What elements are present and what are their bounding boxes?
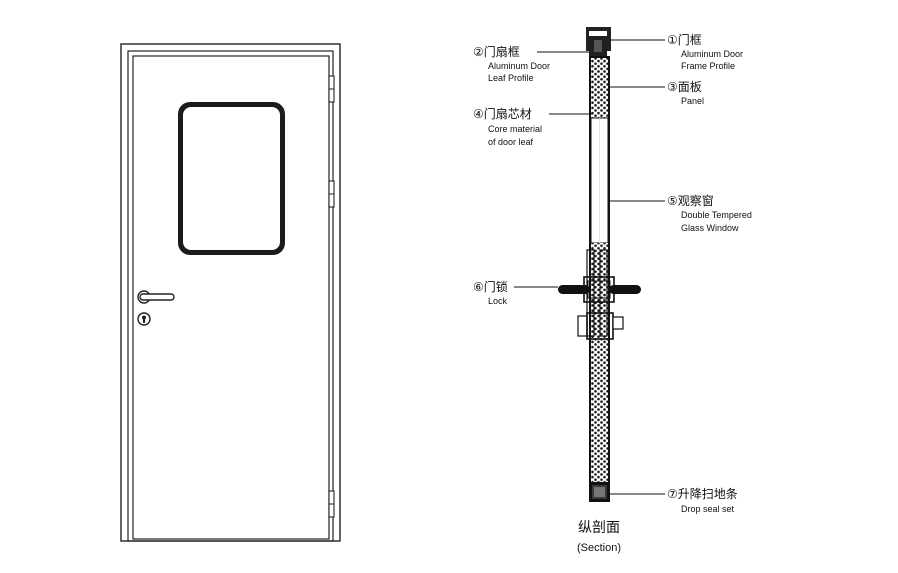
drop-seal-section — [589, 482, 610, 502]
frame-profile-top — [586, 27, 611, 56]
svg-text:Double Tempered: Double Tempered — [681, 210, 752, 220]
svg-text:纵剖面: 纵剖面 — [578, 520, 620, 536]
label-1-frame: ①门框 Aluminum Door Frame Profile — [667, 32, 743, 71]
leader-lines — [514, 39, 665, 495]
section-caption: 纵剖面 (Section) — [577, 520, 621, 554]
core-material-perforated — [591, 243, 608, 489]
svg-text:⑤观察窗: ⑤观察窗 — [667, 194, 714, 208]
svg-text:④门扇芯材: ④门扇芯材 — [473, 106, 532, 121]
svg-text:of door leaf: of door leaf — [488, 137, 534, 147]
door-front-view — [120, 43, 341, 542]
panel-top-perforated — [591, 58, 608, 118]
label-4-core-material: ④门扇芯材 Core material of door leaf — [473, 106, 542, 147]
svg-text:(Section): (Section) — [577, 542, 621, 554]
label-6-lock: ⑥门锁 Lock — [473, 279, 508, 306]
label-2-leaf-frame: ②门扇框 Aluminum Door Leaf Profile — [473, 44, 550, 83]
svg-text:Leaf Profile: Leaf Profile — [488, 73, 534, 83]
door-section-view — [558, 27, 641, 502]
svg-text:Panel: Panel — [681, 96, 704, 106]
door-frame-inner — [127, 50, 334, 542]
svg-text:Glass Window: Glass Window — [681, 223, 739, 233]
label-3-panel: ③面板 Panel — [667, 80, 704, 106]
svg-text:Core material: Core material — [488, 124, 542, 134]
svg-text:Aluminum Door: Aluminum Door — [488, 61, 550, 71]
label-7-drop-seal: ⑦升降扫地条 Drop seal set — [667, 487, 738, 514]
svg-text:⑦升降扫地条: ⑦升降扫地条 — [667, 487, 738, 501]
svg-text:③面板: ③面板 — [667, 80, 702, 94]
svg-text:Frame Profile: Frame Profile — [681, 61, 735, 71]
lock-section — [558, 249, 641, 340]
door-handle — [137, 290, 175, 304]
svg-text:Lock: Lock — [488, 296, 508, 306]
svg-text:Drop seal set: Drop seal set — [681, 504, 735, 514]
svg-text:Aluminum Door: Aluminum Door — [681, 49, 743, 59]
vision-window-glass — [183, 107, 280, 250]
svg-text:⑥门锁: ⑥门锁 — [473, 279, 508, 294]
keyhole — [137, 312, 151, 326]
svg-text:①门框: ①门框 — [667, 32, 702, 47]
svg-text:②门扇框: ②门扇框 — [473, 44, 520, 59]
label-5-glass-window: ⑤观察窗 Double Tempered Glass Window — [667, 194, 752, 233]
